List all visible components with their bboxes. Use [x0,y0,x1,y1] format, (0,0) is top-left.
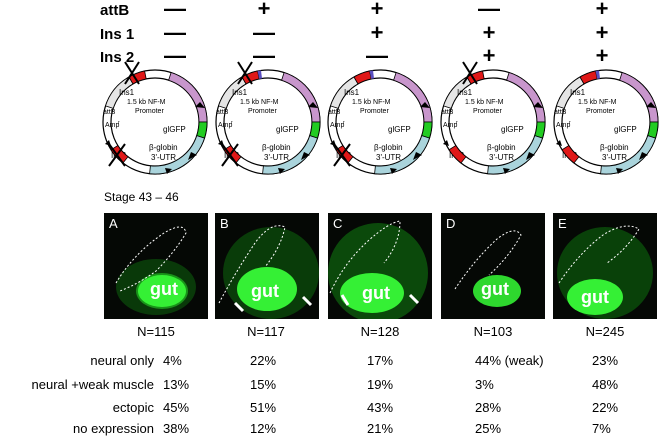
stat-value: 51% [250,400,277,415]
plasmid-4 [440,61,546,175]
stat-value: 12% [250,421,277,436]
sign-ins2-2: — [253,43,275,68]
count-a: N=115 [137,324,175,339]
stat-value: 25% [475,421,502,436]
stat-value: 3% [475,377,494,392]
sign-attb-5: + [595,0,609,21]
stat-value: 15% [250,377,277,392]
stat-value: 19% [367,377,394,392]
count-e: N=245 [585,324,625,339]
stat-value: 13% [163,377,190,392]
sign-attb-1: — [164,0,186,21]
image-panel-e: E gut [553,213,657,319]
stat-value: 43% [367,400,394,415]
sign-ins1-4: + [482,20,496,45]
plasmid-2 [215,61,321,175]
plasmid-1 [102,61,208,175]
stat-label-ectopic: ectopic [112,400,154,415]
stat-value: 21% [367,421,394,436]
stat-value: 48% [592,377,619,392]
sign-ins1-5: + [595,20,609,45]
stat-label-neural-weak-muscle: neural +weak muscle [31,377,154,392]
stat-value: 45% [163,400,190,415]
sign-ins1-2: — [253,20,275,45]
stat-value: 22% [250,353,277,368]
plasmid-3 [327,69,433,175]
count-d: N=103 [473,324,513,339]
count-b: N=117 [247,324,285,339]
sign-ins1-1: — [164,20,186,45]
sign-ins2-3: — [366,43,388,68]
gut-label-c: gut [362,283,390,303]
panel-letter-e: E [558,216,567,231]
row-label-ins1: Ins 1 [100,26,135,43]
stat-value: 23% [592,353,619,368]
sign-ins1-3: + [370,20,384,45]
row-label-attb: attB [100,2,130,19]
sign-attb-4: — [478,0,500,21]
image-panel-c: C gut [328,213,432,319]
sign-ins2-1: — [164,43,186,68]
panel-letter-b: B [220,216,229,231]
gut-label-a: gut [150,279,178,299]
stat-value: 17% [367,353,394,368]
gut-label-b: gut [251,281,279,301]
stat-label-neural-only: neural only [90,353,154,368]
stat-value: 38% [163,421,190,436]
sign-attb-2: + [257,0,271,21]
stage-label: Stage 43 – 46 [104,190,179,204]
stat-value: 7% [592,421,611,436]
image-panel-b: B gut [215,213,319,319]
image-panel-a: A gut [104,213,208,319]
stat-value: 22% [592,400,619,415]
sign-ins2-5: + [595,43,609,68]
panel-letter-a: A [109,216,118,231]
stat-value: 28% [475,400,502,415]
sign-ins2-4: + [482,43,496,68]
gut-label-d: gut [481,279,509,299]
stat-value: 4% [163,353,182,368]
panel-letter-d: D [446,216,456,231]
stat-value: 44% (weak) [475,353,544,368]
count-c: N=128 [360,324,400,339]
panel-letter-c: C [333,216,343,231]
sign-attb-3: + [370,0,384,21]
image-panel-d: D gut [441,213,545,319]
gut-label-e: gut [581,287,609,307]
stat-label-no-expression: no expression [73,421,154,436]
plasmid-5 [553,69,659,175]
